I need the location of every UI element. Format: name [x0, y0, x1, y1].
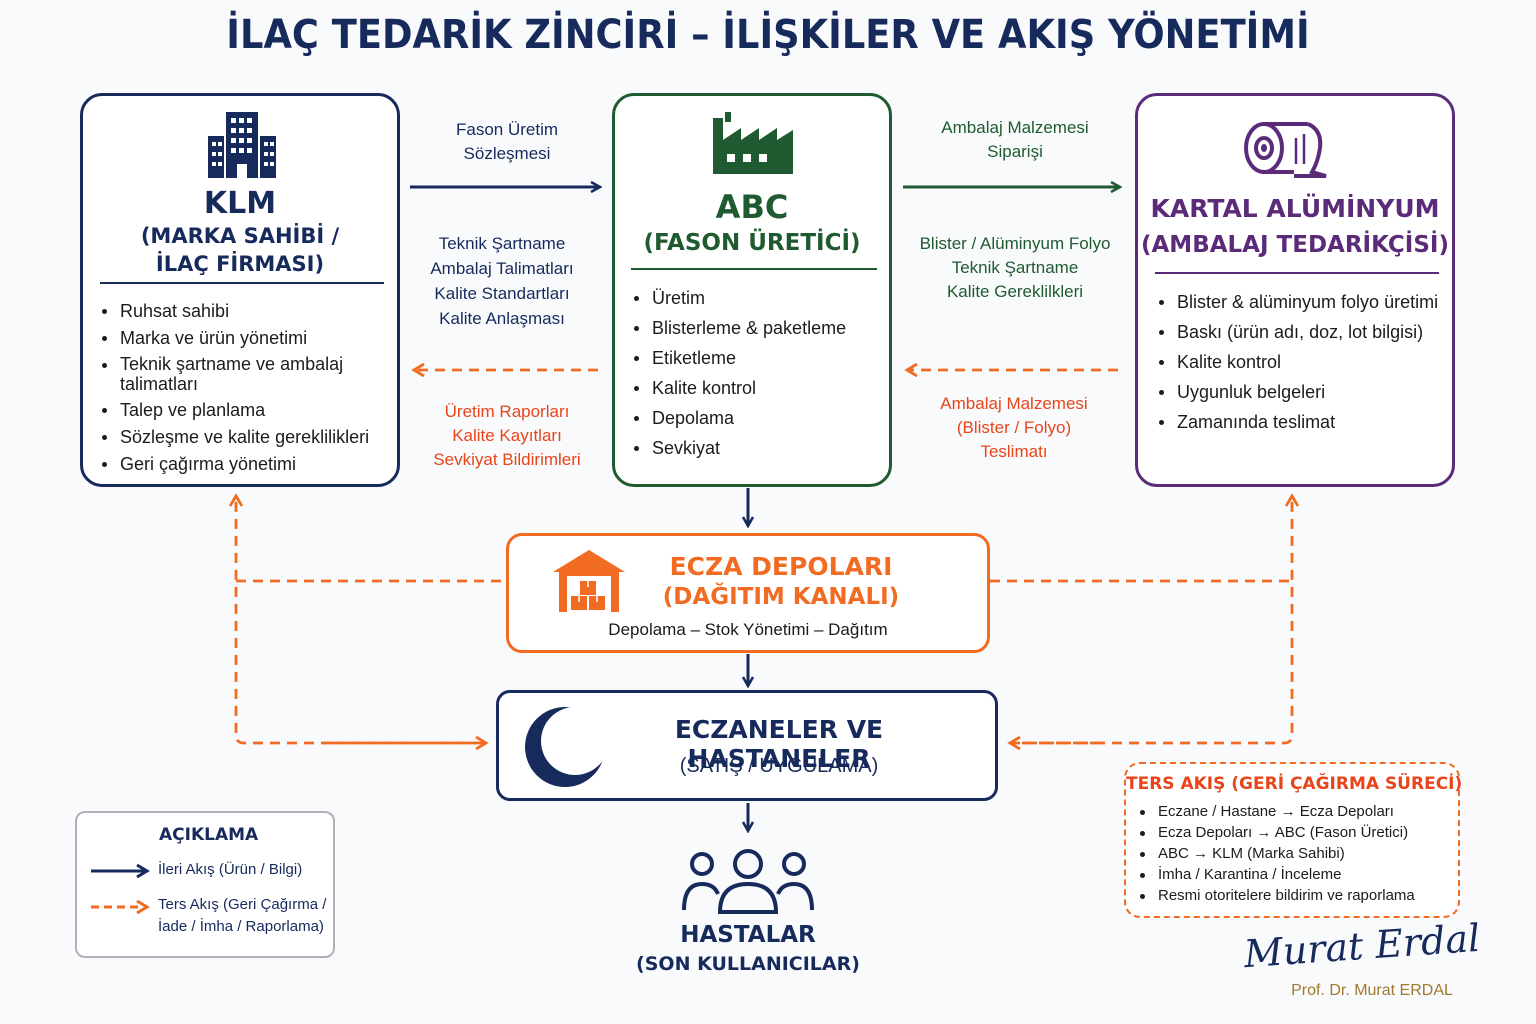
reverse-flow-title: TERS AKIŞ (GERİ ÇAĞIRMA SÜRECİ): [1126, 774, 1463, 794]
legend-reverse-label-2: İade / İmha / Raporlama): [158, 918, 324, 935]
label-klm-to-abc-docs: Teknik Şartname Ambalaj Talimatları Kali…: [430, 234, 574, 328]
legend-reverse-arrow: [91, 899, 150, 915]
klm-title: KLM: [203, 186, 277, 221]
list-item: Zamanında teslimat: [1159, 411, 1467, 433]
factory-icon: [713, 112, 793, 174]
hastalar-subtitle: (SON KULLANICILAR): [636, 953, 860, 975]
label-abc-to-kartal: Ambalaj Malzemesi Siparişi: [941, 118, 1089, 161]
legend-forward-label: İleri Akış (Ürün / Bilgi): [158, 861, 303, 878]
list-item: Depolama: [634, 407, 892, 429]
list-item: Blisterleme & paketleme: [634, 317, 892, 339]
page-title: İLAÇ TEDARİK ZİNCİRİ – İLİŞKİLER VE AKIŞ…: [226, 12, 1310, 58]
list-item: Etiketleme: [634, 347, 892, 369]
list-item: Ruhsat sahibi: [102, 300, 380, 322]
list-item: Geri çağırma yönetimi: [102, 453, 380, 475]
building-icon: [208, 112, 276, 178]
reverse-loop-right: [1010, 496, 1292, 745]
list-item: ABC → KLM (Marka Sahibi): [1140, 843, 1468, 864]
list-item: Eczane / Hastane → Ecza Depoları: [1140, 801, 1468, 822]
list-item: Talep ve planlama: [102, 399, 380, 421]
kartal-list: Blister & alüminyum folyo üretimi Baskı …: [1157, 291, 1467, 433]
legend-title: AÇIKLAMA: [159, 825, 259, 845]
hastalar-title: HASTALAR: [680, 922, 816, 948]
klm-subtitle-line2: İLAÇ FİRMASI): [155, 252, 325, 276]
list-item: Marka ve ürün yönetimi: [102, 327, 380, 349]
signature-name: Prof. Dr. Murat ERDAL: [1291, 982, 1453, 999]
kartal-box: KARTAL ALÜMİNYUM (AMBALAJ TEDARİKÇİSİ) B…: [1135, 93, 1455, 487]
list-item: Teknik şartname ve ambalaj talimatları: [102, 354, 380, 394]
list-item: Resmi otoritelere bildirim ve raporlama: [1140, 885, 1468, 906]
list-item: Sevkiyat: [634, 437, 892, 459]
eczane-box: ECZANELER VE HASTANELER (SATIŞ / UYGULAM…: [496, 690, 998, 801]
label-abc-to-klm: Üretim Raporları Kalite Kayıtları Sevkiy…: [433, 402, 581, 469]
list-item: Baskı (ürün adı, doz, lot bilgisi): [1159, 321, 1467, 343]
depo-subtitle: (DAĞITIM KANALI): [662, 584, 900, 610]
people-icon: [682, 849, 814, 914]
abc-title: ABC: [715, 188, 789, 226]
abc-list: Üretim Blisterleme & paketleme Etiketlem…: [632, 287, 892, 459]
list-item: Kalite kontrol: [634, 377, 892, 399]
list-item: Blister & alüminyum folyo üretimi: [1159, 291, 1467, 313]
klm-box: KLM (MARKA SAHİBİ / İLAÇ FİRMASI) Ruhsat…: [80, 93, 400, 487]
foil-roll-icon: [1244, 122, 1327, 178]
legend-reverse-label-1: Ters Akış (Geri Çağırma /: [158, 896, 327, 913]
abc-divider: [631, 268, 877, 270]
eczane-subtitle: (SATIŞ / UYGULAMA): [679, 755, 879, 777]
kartal-title: KARTAL ALÜMİNYUM: [1150, 194, 1440, 223]
legend-box: AÇIKLAMA İleri Akış (Ürün / Bilgi) Ters …: [75, 811, 335, 958]
label-abc-to-kartal-docs: Blister / Alüminyum Folyo Teknik Şartnam…: [919, 234, 1111, 301]
reverse-flow-box: TERS AKIŞ (GERİ ÇAĞIRMA SÜRECİ) Eczane /…: [1124, 762, 1463, 918]
warehouse-icon: [553, 550, 625, 612]
kartal-subtitle: (AMBALAJ TEDARİKÇİSİ): [1141, 232, 1449, 258]
klm-subtitle-line1: (MARKA SAHİBİ /: [140, 224, 340, 248]
reverse-loop-left: [236, 496, 484, 745]
abc-box: ABC (FASON ÜRETİCİ) Üretim Blisterleme &…: [612, 93, 892, 487]
reverse-flow-list: Eczane / Hastane → Ecza Depoları Ecza De…: [1138, 801, 1468, 906]
list-item: Üretim: [634, 287, 892, 309]
klm-divider: [100, 282, 384, 284]
list-item: Uygunluk belgeleri: [1159, 381, 1467, 403]
eczane-title: ECZANELER VE HASTANELER: [674, 715, 884, 773]
label-kartal-to-abc: Ambalaj Malzemesi (Blister / Folyo) Tesl…: [940, 394, 1088, 461]
legend-forward-arrow: [91, 863, 150, 879]
list-item: Sözleşme ve kalite gereklilikleri: [102, 426, 380, 448]
list-item: Kalite kontrol: [1159, 351, 1467, 373]
depo-title: ECZA DEPOLARI: [669, 552, 893, 581]
list-item: İmha / Karantina / İnceleme: [1140, 864, 1468, 885]
list-item: Ecza Depoları → ABC (Fason Üretici): [1140, 822, 1468, 843]
depo-box: ECZA DEPOLARI (DAĞITIM KANALI) Depolama …: [506, 533, 990, 653]
abc-subtitle: (FASON ÜRETİCİ): [643, 230, 861, 256]
klm-list: Ruhsat sahibi Marka ve ürün yönetimi Tek…: [100, 300, 380, 475]
depo-description: Depolama – Stok Yönetimi – Dağıtım: [608, 620, 888, 639]
label-klm-to-abc: Fason Üretim Sözleşmesi: [455, 120, 559, 163]
crescent-icon: [525, 707, 605, 787]
kartal-divider: [1155, 272, 1439, 274]
